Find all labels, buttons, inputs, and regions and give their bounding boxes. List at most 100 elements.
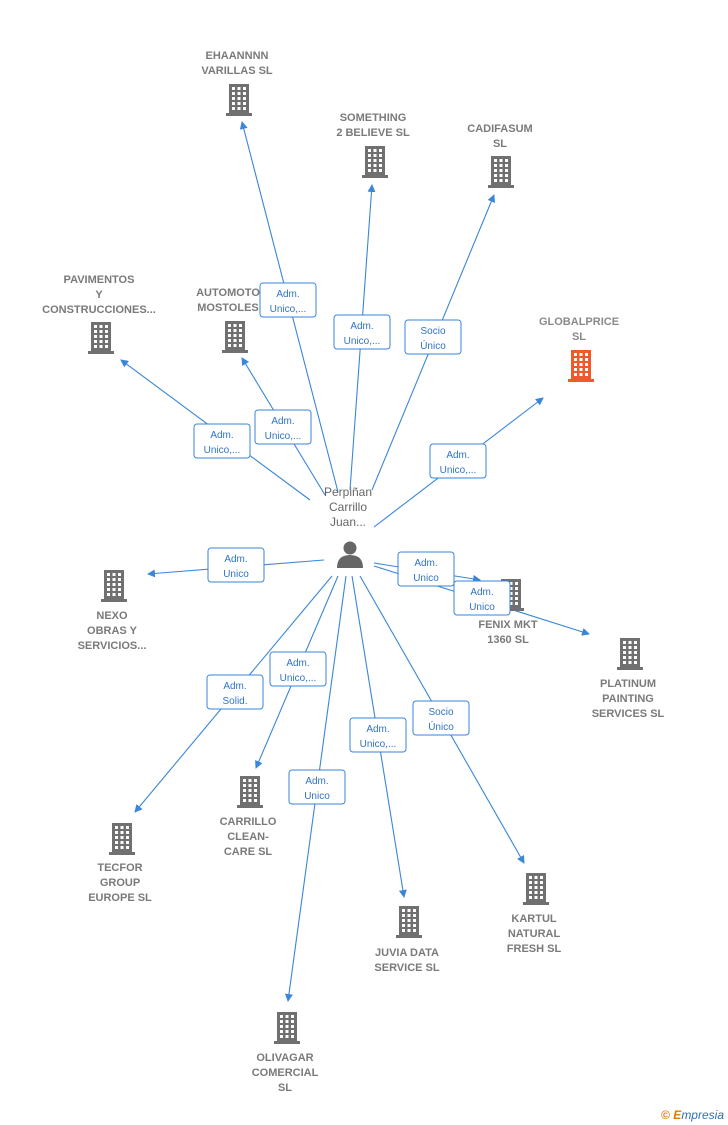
company-name-fenix-line: FENIX MKT — [478, 619, 538, 631]
relation-text-line: Adm. — [276, 289, 299, 300]
company-name-automoto-line: AUTOMOTO — [196, 287, 260, 299]
relation-text: Adm.Unico,... — [280, 658, 317, 684]
relation-text-line: Adm. — [470, 587, 493, 598]
company-name-kartul-line: FRESH SL — [507, 943, 562, 955]
company-name-something-line: SOMETHING — [340, 112, 407, 124]
company-node-automoto[interactable]: AUTOMOTO MOSTOLES — [196, 287, 260, 353]
company-name-something[interactable]: SOMETHING 2 BELIEVE SL — [336, 112, 410, 139]
relation-text: Adm.Unico,... — [265, 416, 302, 442]
relation-label-tecfor[interactable]: Adm.Solid. — [206, 674, 264, 710]
relation-label-pavimentos[interactable]: Adm. Unico,... — [193, 423, 251, 459]
relation-box — [412, 700, 470, 736]
relation-text-line: Adm. — [446, 450, 469, 461]
relation-text-line: Unico,... — [440, 465, 477, 476]
relation-text-line: Unico,... — [204, 445, 241, 456]
relation-box — [429, 443, 487, 479]
company-name-tecfor-line: EUROPE SL — [88, 892, 152, 904]
brand-name: mpresia — [681, 1108, 724, 1122]
relation-label-automoto[interactable]: Adm.Unico,... — [254, 409, 312, 445]
company-name-kartul-line: NATURAL — [508, 928, 561, 940]
relation-box — [206, 674, 264, 710]
building-icon — [226, 84, 252, 116]
relation-text-line: Unico — [413, 573, 439, 584]
company-name-nexo-line: OBRAS Y — [87, 625, 138, 637]
person-name-line: Carrillo — [329, 500, 367, 514]
relation-label-olivagar[interactable]: Adm.Unico — [288, 769, 346, 805]
relation-text-line: Adm. — [210, 430, 233, 441]
building-icon — [568, 350, 594, 382]
company-name-automoto[interactable]: AUTOMOTO MOSTOLES — [196, 287, 260, 314]
relation-text-line: Unico,... — [360, 739, 397, 750]
relation-text: Adm.Unico,... — [344, 321, 381, 347]
relation-label-nexo[interactable]: Adm.Unico — [207, 547, 265, 583]
building-icon — [488, 156, 514, 188]
relation-label-fenix[interactable]: Adm.Unico — [397, 551, 455, 587]
relation-label-something[interactable]: Adm.Unico,... — [333, 314, 391, 350]
company-node-something[interactable]: SOMETHING 2 BELIEVE SL — [336, 112, 410, 178]
company-name-nexo-line: SERVICIOS... — [78, 640, 147, 652]
relation-text-line: Unico,... — [270, 304, 307, 315]
building-icon — [396, 906, 422, 938]
company-name-kartul[interactable]: KARTUL NATURAL FRESH SL — [507, 913, 562, 955]
building-icon — [88, 322, 114, 354]
company-name-pavimentos-line: Y — [95, 289, 103, 301]
company-name-globalprice-line: GLOBALPRICE — [539, 316, 619, 328]
company-node-kartul[interactable]: KARTUL NATURAL FRESH SL — [507, 873, 562, 955]
company-name-platinum-line: SERVICES SL — [592, 708, 665, 720]
person-icon — [337, 541, 363, 568]
building-icon — [109, 823, 135, 855]
company-name-ehaannnn-line: VARILLAS SL — [201, 65, 273, 77]
relation-label-juvia[interactable]: Adm. Unico,... — [349, 717, 407, 753]
relation-label-globalprice[interactable]: Adm. Unico,... — [429, 443, 487, 479]
company-name-something-line: 2 BELIEVE SL — [336, 127, 410, 139]
relation-text: Adm.Unico — [304, 776, 330, 802]
relation-label-ehaannnn[interactable]: Adm. Unico,... — [259, 282, 317, 318]
relation-text-line: Adm. — [366, 724, 389, 735]
brand-initial: E — [673, 1108, 682, 1122]
company-name-automoto-line: MOSTOLES — [197, 302, 259, 314]
relation-box — [193, 423, 251, 459]
relation-box — [349, 717, 407, 753]
relation-label-carrillo[interactable]: Adm.Unico,... — [269, 651, 327, 687]
company-name-pavimentos-line: PAVIMENTOS — [64, 274, 135, 286]
building-icon — [617, 638, 643, 670]
company-name-olivagar-line: COMERCIAL — [252, 1067, 319, 1079]
company-name-cadifasum-line: CADIFASUM — [467, 123, 532, 135]
relation-text-line: Adm. — [286, 658, 309, 669]
relation-label-platinum[interactable]: Adm.Unico — [453, 580, 511, 616]
brand-watermark: © Empresia — [661, 1108, 724, 1122]
company-name-kartul-line: KARTUL — [511, 913, 556, 925]
person-name-line: Juan... — [330, 515, 366, 529]
relation-text-line: Adm. — [223, 681, 246, 692]
company-name-carrillo-line: CARE SL — [224, 846, 273, 858]
relation-text: Adm.Unico — [469, 587, 495, 613]
company-name-olivagar-line: SL — [278, 1082, 292, 1094]
